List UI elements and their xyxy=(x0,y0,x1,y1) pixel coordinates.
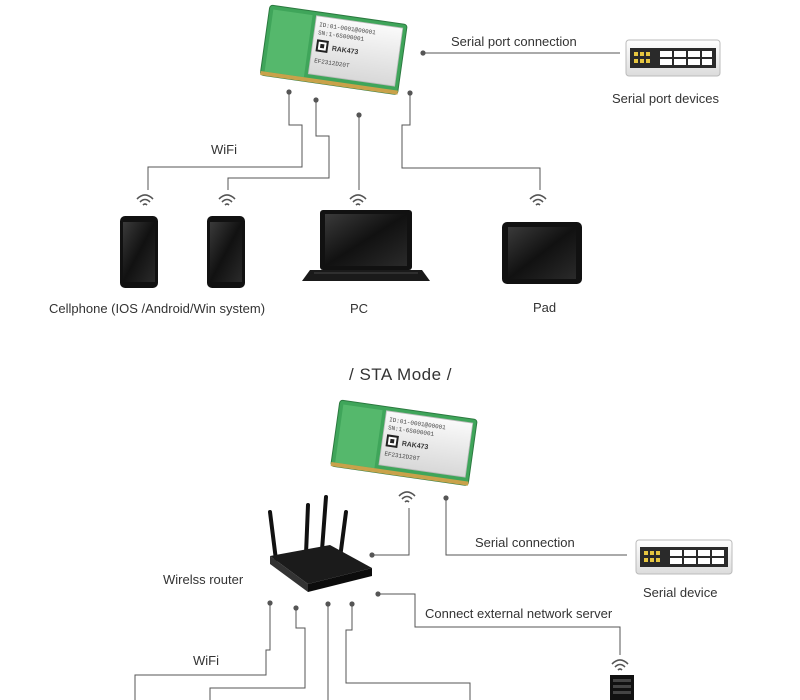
wifi-label: WiFi xyxy=(193,653,219,668)
sta-connection-lines xyxy=(134,495,627,700)
wireless-router-label: Wirelss router xyxy=(163,572,244,587)
wifi-signal-icon xyxy=(218,194,236,206)
serial-port-connection-line xyxy=(420,50,620,56)
wifi-module-sta: ID:01-0001@00001 SN:1-6S000001 RAK473 EF… xyxy=(330,399,478,486)
serial-device-label: Serial device xyxy=(643,585,718,600)
cellphone-icon xyxy=(120,216,158,288)
cellphone-icon xyxy=(207,216,245,288)
tablet-icon xyxy=(502,222,582,284)
serial-device-icon xyxy=(635,539,733,575)
cellphone-label: Cellphone (IOS /Android/Win system) xyxy=(49,301,266,316)
wifi-signal-icon xyxy=(136,194,154,206)
wifi-label: WiFi xyxy=(211,142,237,157)
pc-label: PC xyxy=(350,301,369,316)
server-icon xyxy=(610,675,634,700)
ap-connection-lines xyxy=(147,89,541,190)
serial-port-device-icon xyxy=(625,39,721,77)
wireless-router-icon xyxy=(268,495,372,592)
svg-text:RAK473: RAK473 xyxy=(401,441,428,452)
wifi-signal-icon xyxy=(611,659,629,671)
svg-text:RAK473: RAK473 xyxy=(331,46,358,57)
connect-external-server-label: Connect external network server xyxy=(425,606,613,621)
wifi-signal-icon xyxy=(349,194,367,206)
laptop-icon xyxy=(302,210,430,281)
wifi-signal-icon xyxy=(529,194,547,206)
sta-mode-title: / STA Mode / xyxy=(349,365,453,384)
serial-connection-label: Serial connection xyxy=(475,535,575,550)
wifi-module-top: ID:01-0001@00001 SN:1-6S000001 RAK473 EF… xyxy=(260,4,408,95)
serial-port-connection-label: Serial port connection xyxy=(451,34,577,49)
wifi-signal-icon xyxy=(398,491,416,503)
serial-port-devices-label: Serial port devices xyxy=(612,91,719,106)
pad-label: Pad xyxy=(533,300,557,315)
